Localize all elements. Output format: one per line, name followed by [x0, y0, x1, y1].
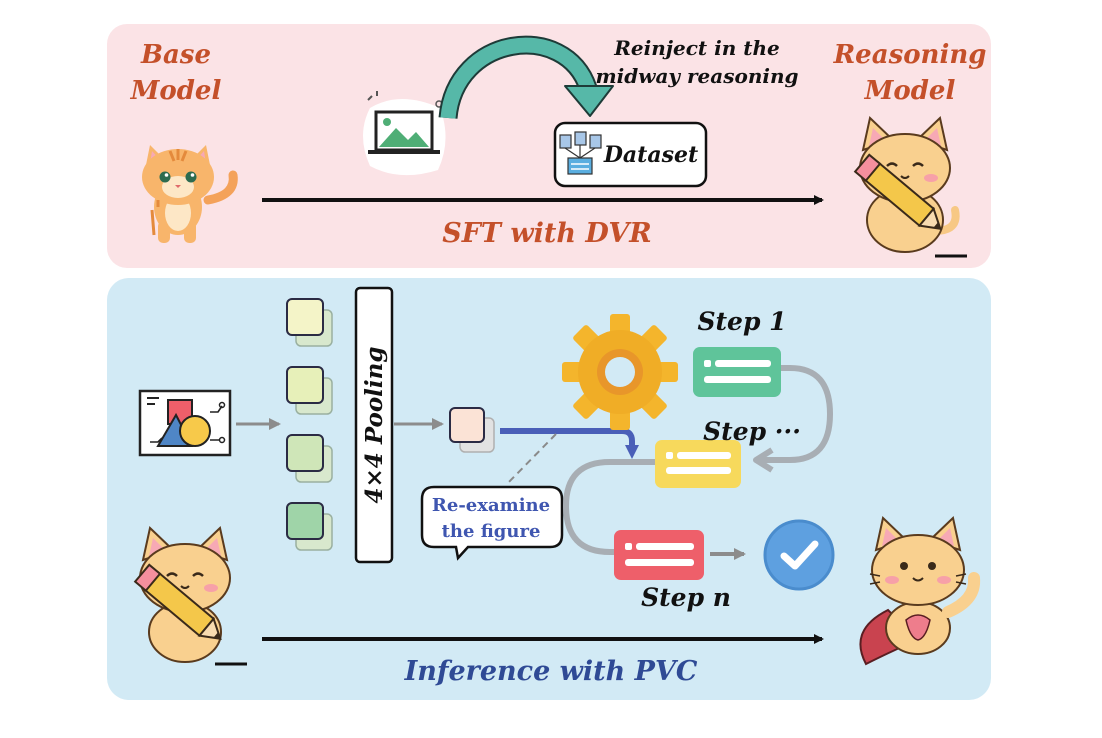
reasoning-model-label-1: Reasoning: [833, 40, 987, 70]
reinject-text-1: Reinject in the: [613, 36, 779, 60]
dataset-icon: [559, 131, 602, 175]
reasoning-model-label-2: Model: [864, 76, 956, 106]
hero-cat-icon: [859, 516, 981, 666]
pooled-token: [449, 407, 495, 453]
pencil-cat-icon: [853, 116, 967, 258]
top-panel: Base Model Reasoning Model: [107, 24, 991, 268]
reexamine-bubble: Re-examine the figure: [420, 485, 564, 561]
step-mid-label: Step ···: [703, 417, 801, 446]
pencil-cat-icon: [133, 526, 247, 666]
dataset-box: Dataset: [553, 121, 708, 188]
image-icon: [363, 91, 446, 176]
cat-icon: [142, 145, 238, 243]
step-n-label: Step n: [641, 583, 731, 612]
inference-label: Inference with PVC: [404, 656, 698, 687]
reinject-text-2: midway reasoning: [596, 64, 799, 88]
step-1-box: [693, 347, 781, 397]
reexamine-text-1: Re-examine: [432, 495, 550, 516]
step-flow-track: [744, 365, 834, 463]
bottom-panel: 4×4 Pooling Re-examine the figure: [107, 278, 991, 700]
reexamine-arrow: [500, 428, 639, 459]
step-mid-box: [655, 440, 741, 488]
reinject-arrow: [438, 35, 614, 120]
step-n-box: [614, 530, 704, 580]
step-1-label: Step 1: [697, 307, 786, 336]
base-model-label-2: Model: [130, 76, 222, 106]
pooling-label: 4×4 Pooling: [361, 347, 388, 504]
visual-token-stack: [286, 298, 333, 551]
sft-label: SFT with DVR: [442, 218, 652, 249]
gear-icon: [562, 314, 678, 430]
check-icon: [763, 519, 835, 591]
pooling-block: 4×4 Pooling: [354, 286, 394, 564]
reexamine-text-2: the figure: [442, 521, 541, 542]
dataset-label: Dataset: [603, 142, 698, 168]
figure-icon: [138, 389, 232, 457]
base-model-label-1: Base: [140, 40, 211, 70]
step-flow-track-2: [562, 459, 657, 555]
